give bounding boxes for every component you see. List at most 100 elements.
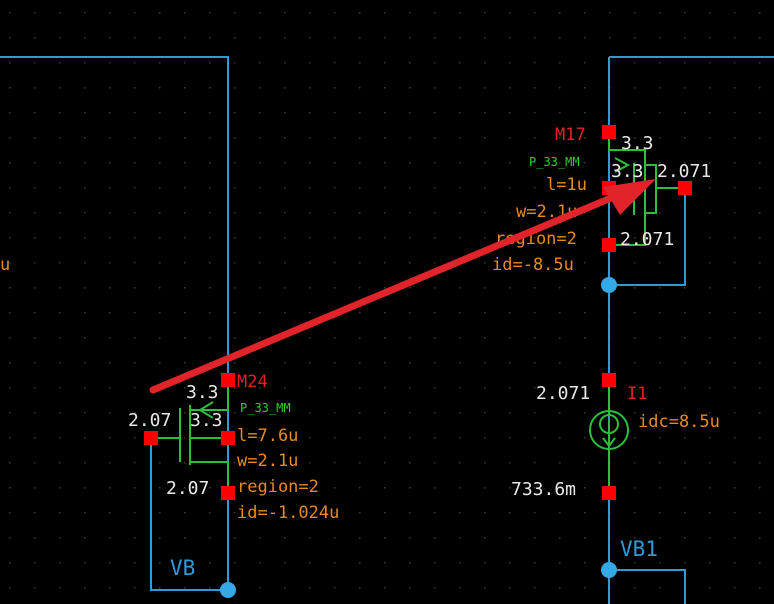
grid-dot xyxy=(534,12,536,14)
grid-dot xyxy=(584,562,586,564)
grid-dot xyxy=(584,537,586,539)
grid-dot xyxy=(309,287,311,289)
grid-dot xyxy=(509,187,511,189)
grid-dot xyxy=(534,387,536,389)
grid-dot xyxy=(459,237,461,239)
grid-dot xyxy=(209,112,211,114)
i1-bottom-pin[interactable] xyxy=(602,486,616,500)
m24-drain-voltage: 2.07 xyxy=(166,478,209,499)
grid-dot xyxy=(734,262,736,264)
grid-dot xyxy=(84,162,86,164)
grid-dot xyxy=(659,212,661,214)
m24-param-region: region=2 xyxy=(237,477,319,497)
grid-dot xyxy=(184,387,186,389)
grid-dot xyxy=(659,362,661,364)
grid-dot xyxy=(434,512,436,514)
grid-dot xyxy=(234,212,236,214)
grid-dot xyxy=(384,362,386,364)
grid-dot xyxy=(109,12,111,14)
grid-dot xyxy=(84,187,86,189)
grid-dot xyxy=(109,312,111,314)
grid-dot xyxy=(434,537,436,539)
m17-model-name: P_33_MM xyxy=(529,155,580,169)
m24-symbol[interactable] xyxy=(151,380,229,493)
net-labels: VB VB1 u xyxy=(0,255,658,580)
m24-bulk-pin[interactable] xyxy=(221,431,235,445)
grid-dot xyxy=(334,112,336,114)
grid-dot xyxy=(734,237,736,239)
grid-dot xyxy=(59,162,61,164)
grid-dot xyxy=(434,87,436,89)
grid-dot xyxy=(9,312,11,314)
grid-dot xyxy=(659,487,661,489)
grid-dot xyxy=(509,12,511,14)
m24-source-pin[interactable] xyxy=(221,373,235,387)
grid-dot xyxy=(309,487,311,489)
grid-dot xyxy=(359,212,361,214)
m24-gate-voltage: 2.07 xyxy=(128,410,171,431)
grid-dot xyxy=(234,37,236,39)
grid-dot xyxy=(684,162,686,164)
grid-dot xyxy=(109,112,111,114)
grid-dot xyxy=(434,462,436,464)
grid-dot xyxy=(684,137,686,139)
grid-dot xyxy=(534,362,536,364)
grid-dot xyxy=(484,437,486,439)
grid-dot xyxy=(34,537,36,539)
m24-param-w: w=2.1u xyxy=(237,451,298,471)
grid-dot xyxy=(709,387,711,389)
grid-dot xyxy=(359,237,361,239)
grid-dot xyxy=(734,562,736,564)
grid-dot xyxy=(484,112,486,114)
grid-dot xyxy=(184,287,186,289)
grid-dot xyxy=(309,512,311,514)
grid-dot xyxy=(384,462,386,464)
i1-symbol[interactable] xyxy=(589,380,629,493)
grid-dot xyxy=(409,187,411,189)
grid-dot xyxy=(634,512,636,514)
grid-dot xyxy=(634,12,636,14)
grid-dot xyxy=(534,287,536,289)
grid-dot xyxy=(584,112,586,114)
grid-dot xyxy=(234,512,236,514)
grid-dot xyxy=(309,37,311,39)
m17-drain-lead xyxy=(609,213,646,246)
grid-dot xyxy=(209,287,211,289)
grid-dot xyxy=(59,462,61,464)
grid-dot xyxy=(734,437,736,439)
m24-labels: M24 P_33_MM 3.3 2.07 3.3 2.07 l=7.6u w=2… xyxy=(128,372,339,523)
grid-dot xyxy=(409,312,411,314)
grid-dot xyxy=(409,212,411,214)
grid-dot xyxy=(534,437,536,439)
m24-drain-pin[interactable] xyxy=(221,486,235,500)
grid-dot xyxy=(584,312,586,314)
grid-dot xyxy=(84,437,86,439)
m24-gate-pin[interactable] xyxy=(144,431,158,445)
grid-dot xyxy=(309,337,311,339)
grid-dot xyxy=(509,437,511,439)
grid-dot xyxy=(684,462,686,464)
grid-dot xyxy=(584,287,586,289)
grid-dot xyxy=(559,412,561,414)
grid-dot xyxy=(534,562,536,564)
net-label-vb: VB xyxy=(170,556,195,580)
grid-dot xyxy=(234,537,236,539)
i1-top-pin[interactable] xyxy=(602,373,616,387)
m17-source-pin[interactable] xyxy=(602,125,616,139)
grid-dot xyxy=(284,562,286,564)
grid-dot xyxy=(509,212,511,214)
m17-drain-pin[interactable] xyxy=(602,238,616,252)
m17-bulk-pin[interactable] xyxy=(678,181,692,195)
grid-dot xyxy=(759,387,761,389)
grid-dot xyxy=(34,562,36,564)
grid-dot xyxy=(534,537,536,539)
grid-dot xyxy=(184,37,186,39)
grid-dot xyxy=(709,512,711,514)
grid-dot xyxy=(709,137,711,139)
grid-dot xyxy=(559,187,561,189)
grid-dot xyxy=(434,312,436,314)
grid-dot xyxy=(9,362,11,364)
grid-dot xyxy=(509,312,511,314)
grid-dot xyxy=(159,537,161,539)
